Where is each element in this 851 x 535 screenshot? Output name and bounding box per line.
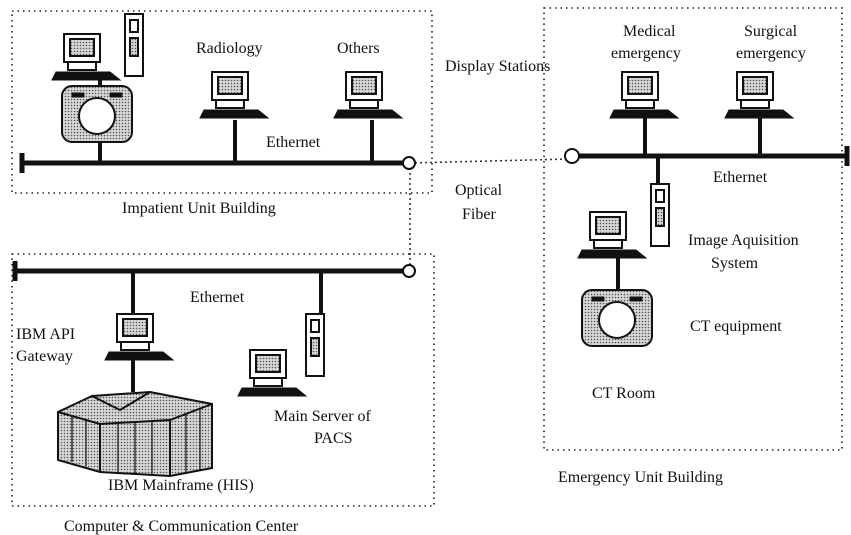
surgical-label-line1: Surgical xyxy=(744,23,798,40)
inpatient-workstation xyxy=(51,33,121,81)
ct-room-label: CT Room xyxy=(592,385,656,402)
inpatient-ct-scanner xyxy=(61,85,133,143)
inpatient-building-label: Impatient Unit Building xyxy=(122,200,276,217)
computer-center-box xyxy=(11,253,435,507)
center-fiber-connector xyxy=(402,264,416,278)
gateway-label-line2: Gateway xyxy=(16,348,73,365)
emergency-building-label: Emergency Unit Building xyxy=(558,469,723,486)
server-label-line2: PACS xyxy=(314,430,353,447)
acquisition-label-line2: System xyxy=(711,255,759,272)
server-label-line1: Main Server of xyxy=(274,408,372,425)
inpatient-workstation-tower xyxy=(124,13,144,77)
inpatient-fiber-connector xyxy=(402,156,416,170)
emergency-ethernet-label: Ethernet xyxy=(713,169,768,186)
others-display-station xyxy=(333,71,403,119)
others-label: Others xyxy=(337,40,380,57)
center-label: Computer & Communication Center xyxy=(64,518,299,535)
ct-equipment-label: CT equipment xyxy=(690,318,782,335)
gateway-station xyxy=(104,313,174,361)
radiology-display-station xyxy=(199,71,269,119)
acquisition-workstation xyxy=(577,211,647,259)
emergency-fiber-connector xyxy=(564,148,580,164)
gateway-label-line1: IBM API xyxy=(16,326,75,343)
emergency-ct-scanner xyxy=(581,289,653,347)
fiber-label: Fiber xyxy=(462,206,496,223)
inpatient-ethernet-label: Ethernet xyxy=(266,134,321,151)
pacs-server-tower xyxy=(305,313,325,377)
acquisition-tower xyxy=(650,183,670,247)
optical-fiber-line xyxy=(409,158,571,270)
emergency-building-box xyxy=(543,7,843,451)
medical-label-line1: Medical xyxy=(623,23,676,40)
medical-emergency-station xyxy=(609,71,679,119)
pacs-server-terminal xyxy=(237,349,307,397)
inpatient-building-box xyxy=(11,10,433,194)
ibm-mainframe xyxy=(57,390,213,478)
mainframe-label: IBM Mainframe (HIS) xyxy=(108,477,254,494)
surgical-emergency-station xyxy=(724,71,794,119)
display-stations-label: Display Stations xyxy=(445,58,550,75)
acquisition-label-line1: Image Aquisition xyxy=(688,232,799,249)
surgical-label-line2: emergency xyxy=(736,45,806,62)
center-ethernet-label: Ethernet xyxy=(190,289,245,306)
optical-label: Optical xyxy=(455,182,503,199)
medical-label-line2: emergency xyxy=(611,45,681,62)
radiology-label: Radiology xyxy=(196,40,263,57)
